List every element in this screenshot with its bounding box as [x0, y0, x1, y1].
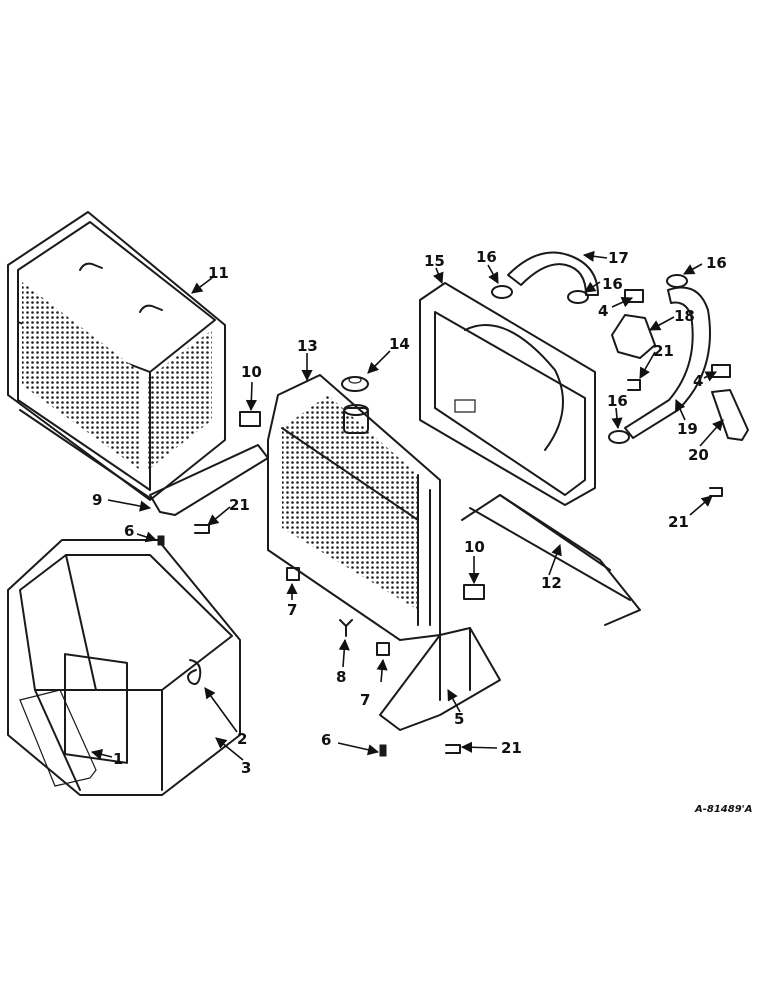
part-1-cover-plate [19, 689, 97, 787]
callout-4: 4 [598, 302, 608, 320]
callout-10: 10 [464, 538, 485, 556]
leader-lines [90, 250, 724, 761]
callout-16: 16 [602, 275, 623, 293]
part-5-lower-bracket [379, 627, 501, 731]
callout-16: 16 [476, 248, 497, 266]
part-11-grille-screen [7, 211, 226, 501]
callout-14: 14 [389, 335, 410, 353]
part-4-plates [624, 289, 731, 378]
part-6-bolts [157, 535, 387, 757]
callout-10: 10 [241, 363, 262, 381]
callout-1: 1 [113, 750, 123, 768]
callout-8: 8 [336, 668, 346, 686]
part-19-lower-hose [624, 286, 711, 439]
part-17-upper-hose [507, 251, 599, 296]
callout-11: 11 [208, 264, 229, 282]
callout-9: 9 [92, 491, 102, 509]
callout-21: 21 [668, 513, 689, 531]
callout-20: 20 [688, 446, 709, 464]
part-10-plate [463, 584, 485, 600]
callout-2: 2 [237, 730, 247, 748]
part-12-support-frame [461, 494, 641, 626]
part-2-latch [187, 659, 202, 685]
part-14-radiator-cap [341, 376, 369, 392]
callout-labels: 1 2 3 4 4 5 6 6 7 7 8 9 10 10 11 12 13 1… [92, 248, 727, 777]
callout-5: 5 [454, 710, 464, 728]
part-7-nuts [286, 567, 390, 656]
callout-12: 12 [541, 574, 562, 592]
callout-6: 6 [124, 522, 134, 540]
reference-code: A-81489'A [694, 804, 752, 815]
part-8-fitting [339, 619, 353, 637]
part-18-bracket [611, 314, 656, 359]
part-20-bracket [711, 389, 749, 441]
callout-16: 16 [607, 392, 628, 410]
part-21-clips [194, 379, 723, 754]
callout-7: 7 [360, 691, 370, 709]
callout-18: 18 [674, 307, 695, 325]
part-3-lower-shroud [7, 539, 241, 796]
part-9-bracket [149, 411, 269, 516]
callout-19: 19 [677, 420, 698, 438]
callout-3: 3 [241, 759, 251, 777]
callout-7: 7 [287, 601, 297, 619]
callout-21: 21 [501, 739, 522, 757]
callout-17: 17 [608, 249, 629, 267]
callout-6: 6 [321, 731, 331, 749]
callout-13: 13 [297, 337, 318, 355]
callout-4: 4 [693, 372, 703, 390]
callout-16: 16 [706, 254, 727, 272]
part-13-radiator [267, 374, 441, 641]
part-15-fan-shroud [419, 282, 596, 506]
callout-15: 15 [424, 252, 445, 270]
callout-21: 21 [653, 342, 674, 360]
callout-21: 21 [229, 496, 250, 514]
